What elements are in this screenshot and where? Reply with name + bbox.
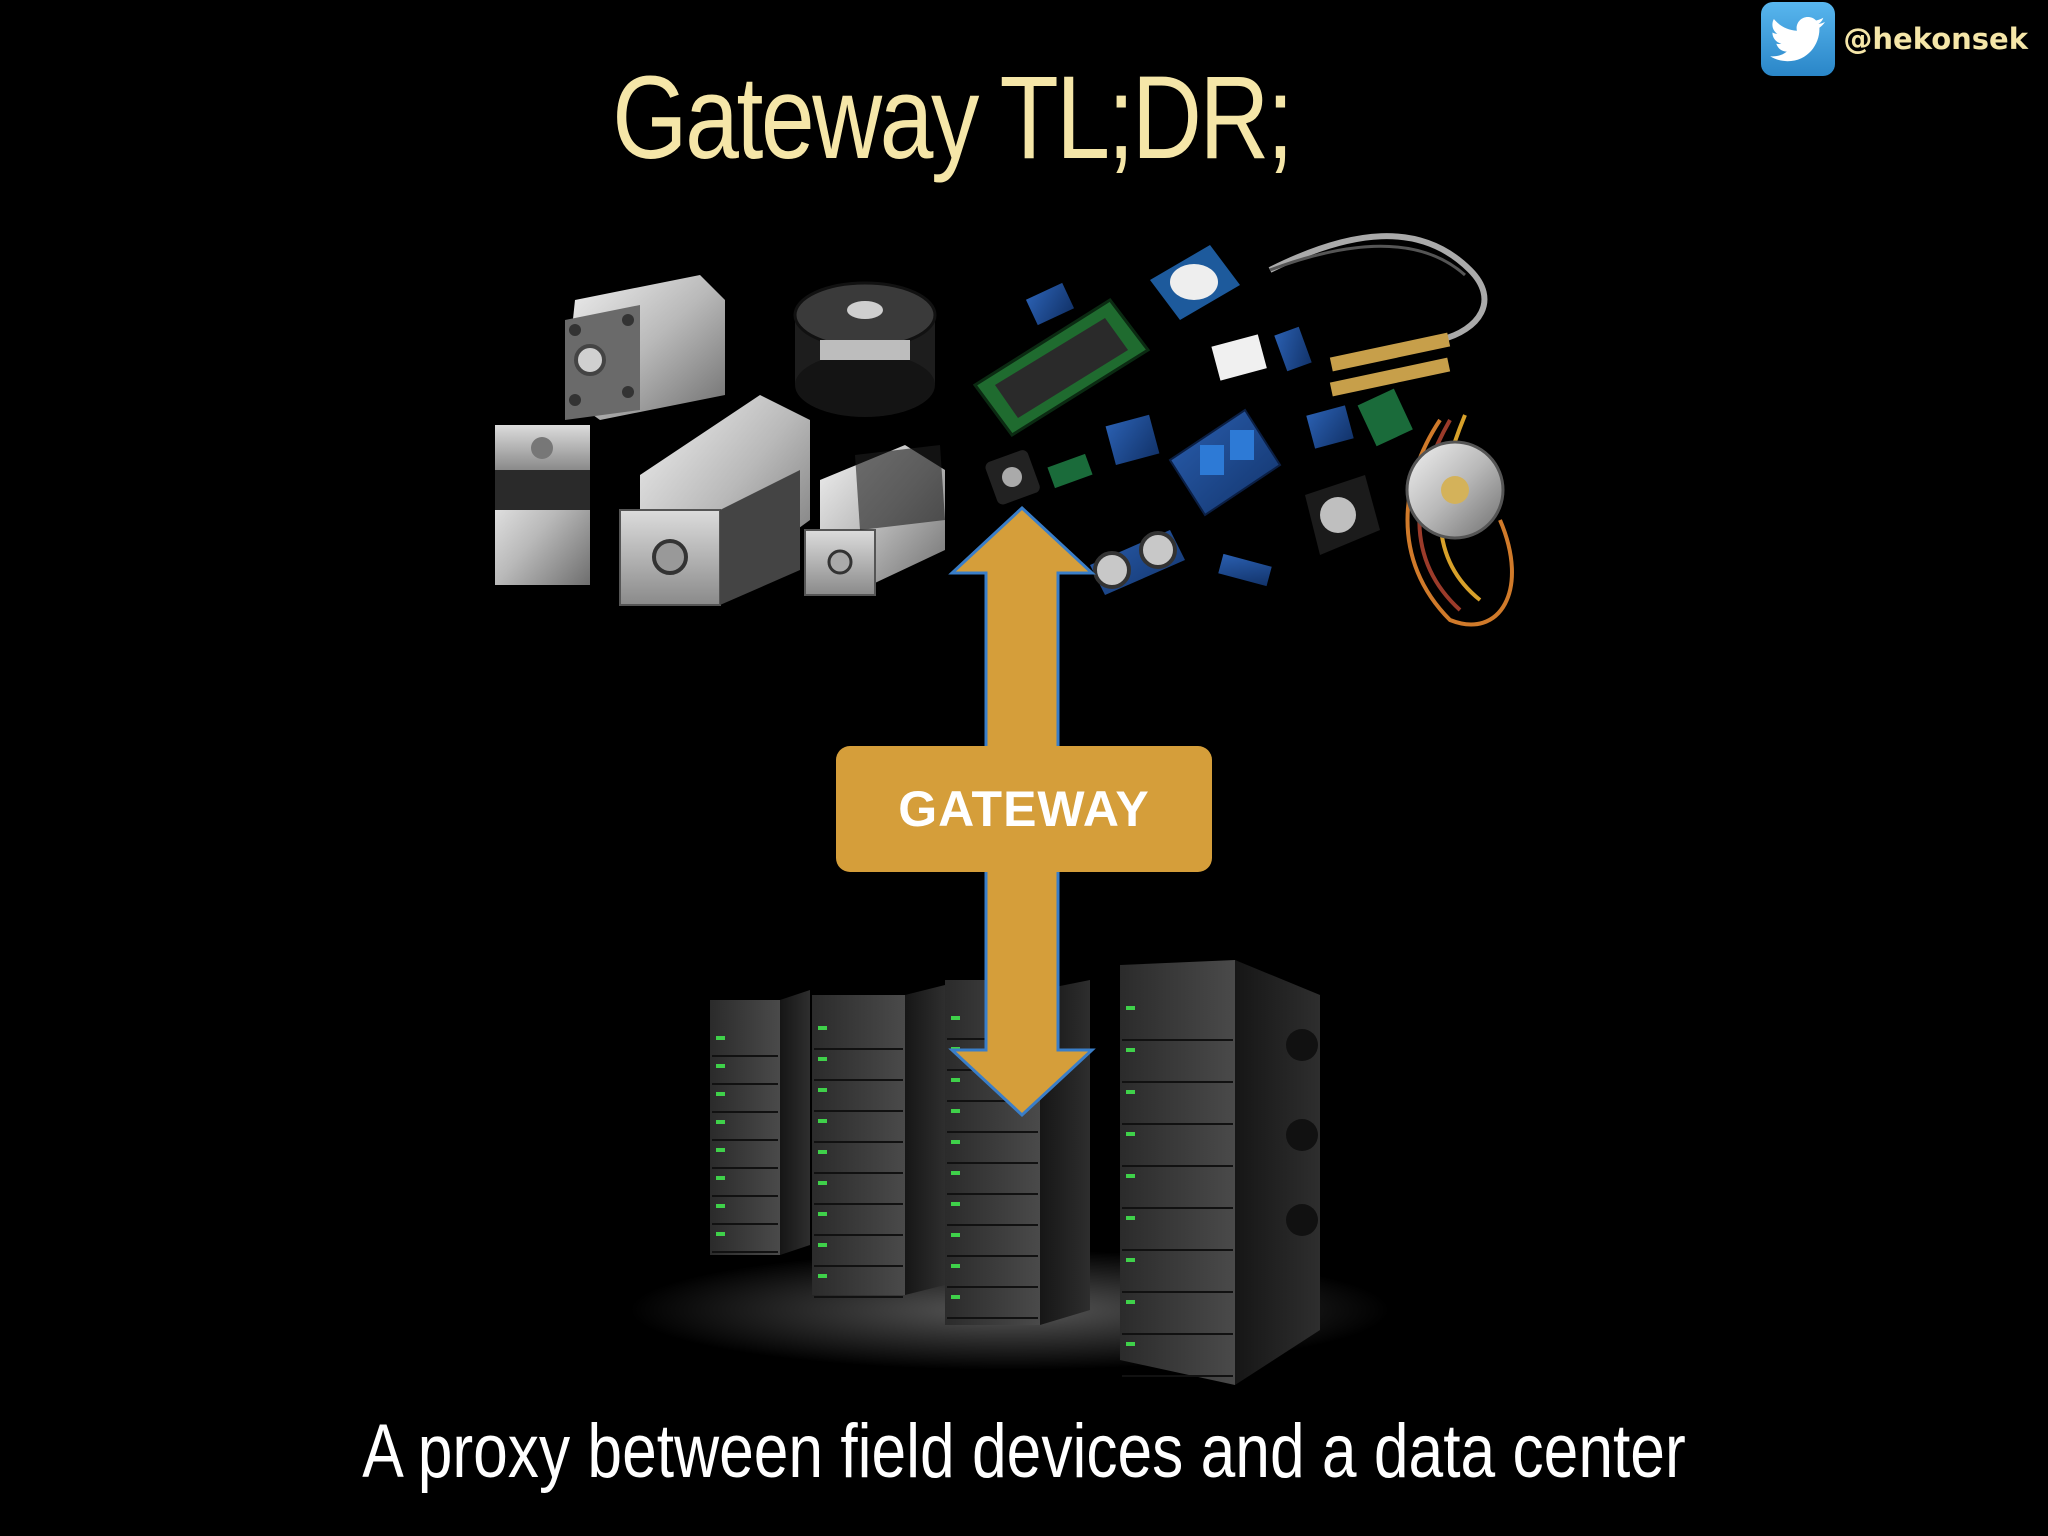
drive-bay-divider: [712, 1083, 778, 1085]
drive-bay-divider: [947, 1286, 1038, 1288]
gateway-label: GATEWAY: [898, 781, 1150, 837]
drive-bay-divider: [1122, 1081, 1233, 1083]
twitter-badge: @hekonsek: [1761, 0, 2028, 78]
slide-caption: A proxy between field devices and a data…: [362, 1409, 1686, 1494]
server-led: [716, 1092, 725, 1096]
drive-bay-divider: [712, 1167, 778, 1169]
server-led: [818, 1181, 827, 1185]
server-led: [716, 1232, 725, 1236]
server-led: [716, 1204, 725, 1208]
drive-bay-divider: [947, 1162, 1038, 1164]
server-led: [716, 1176, 725, 1180]
server-led: [818, 1243, 827, 1247]
server-led: [818, 1088, 827, 1092]
server-led: [716, 1148, 725, 1152]
server-led: [1126, 1300, 1135, 1304]
twitter-handle: @hekonsek: [1843, 22, 2028, 56]
server-led: [951, 1202, 960, 1206]
drive-bay-divider: [947, 1224, 1038, 1226]
server-led: [818, 1274, 827, 1278]
drive-bay-divider: [1122, 1207, 1233, 1209]
drive-bay-divider: [814, 1172, 903, 1174]
drive-bay-divider: [947, 1100, 1038, 1102]
drive-bay-divider: [1122, 1333, 1233, 1335]
server-led: [818, 1119, 827, 1123]
drive-bay-divider: [947, 1255, 1038, 1257]
server-led: [1126, 1216, 1135, 1220]
server-led: [716, 1036, 725, 1040]
server-led: [716, 1064, 725, 1068]
drive-bay-divider: [814, 1079, 903, 1081]
twitter-bird-icon: [1761, 2, 1836, 76]
drive-bay-divider: [814, 1141, 903, 1143]
server-led: [1126, 1006, 1135, 1010]
drive-bay-divider: [814, 1234, 903, 1236]
drive-bay-divider: [814, 1265, 903, 1267]
drive-bay-divider: [947, 1131, 1038, 1133]
drive-bay-divider: [1122, 1123, 1233, 1125]
drive-bay-divider: [1122, 1249, 1233, 1251]
server-led: [951, 1078, 960, 1082]
server-led: [716, 1120, 725, 1124]
drive-bay-divider: [1122, 1165, 1233, 1167]
server-led: [951, 1171, 960, 1175]
drive-bay-divider: [814, 1203, 903, 1205]
server-led: [1126, 1048, 1135, 1052]
drive-bay-divider: [947, 1317, 1038, 1319]
drive-bay-divider: [814, 1110, 903, 1112]
server-led: [818, 1026, 827, 1030]
server-led: [1126, 1342, 1135, 1346]
sensors-image: [972, 233, 1514, 627]
drive-bay-divider: [712, 1111, 778, 1113]
actuators-image: [495, 275, 945, 606]
server-led: [951, 1016, 960, 1020]
drive-bay-divider: [712, 1055, 778, 1057]
drive-bay-divider: [947, 1193, 1038, 1195]
server-led: [1126, 1090, 1135, 1094]
server-led: [1126, 1174, 1135, 1178]
server-led: [818, 1150, 827, 1154]
server-led: [1126, 1258, 1135, 1262]
drive-bay-divider: [712, 1195, 778, 1197]
server-led: [1126, 1132, 1135, 1136]
drive-bay-divider: [814, 1296, 903, 1298]
drive-bay-divider: [712, 1139, 778, 1141]
gateway-label-box: GATEWAY: [836, 746, 1212, 872]
drive-bay-divider: [814, 1048, 903, 1050]
drive-bay-divider: [1122, 1039, 1233, 1041]
drive-bay-divider: [1122, 1291, 1233, 1293]
slide-title: Gateway TL;DR;: [612, 52, 1293, 184]
server-led: [951, 1109, 960, 1113]
drive-bay-divider: [712, 1251, 778, 1253]
drive-bay-divider: [712, 1223, 778, 1225]
server-led: [818, 1212, 827, 1216]
server-led: [818, 1057, 827, 1061]
server-led: [951, 1140, 960, 1144]
server-led: [951, 1295, 960, 1299]
server-led: [951, 1233, 960, 1237]
server-led: [951, 1264, 960, 1268]
drive-bay-divider: [1122, 1375, 1233, 1377]
data-center-image: [630, 960, 1390, 1385]
